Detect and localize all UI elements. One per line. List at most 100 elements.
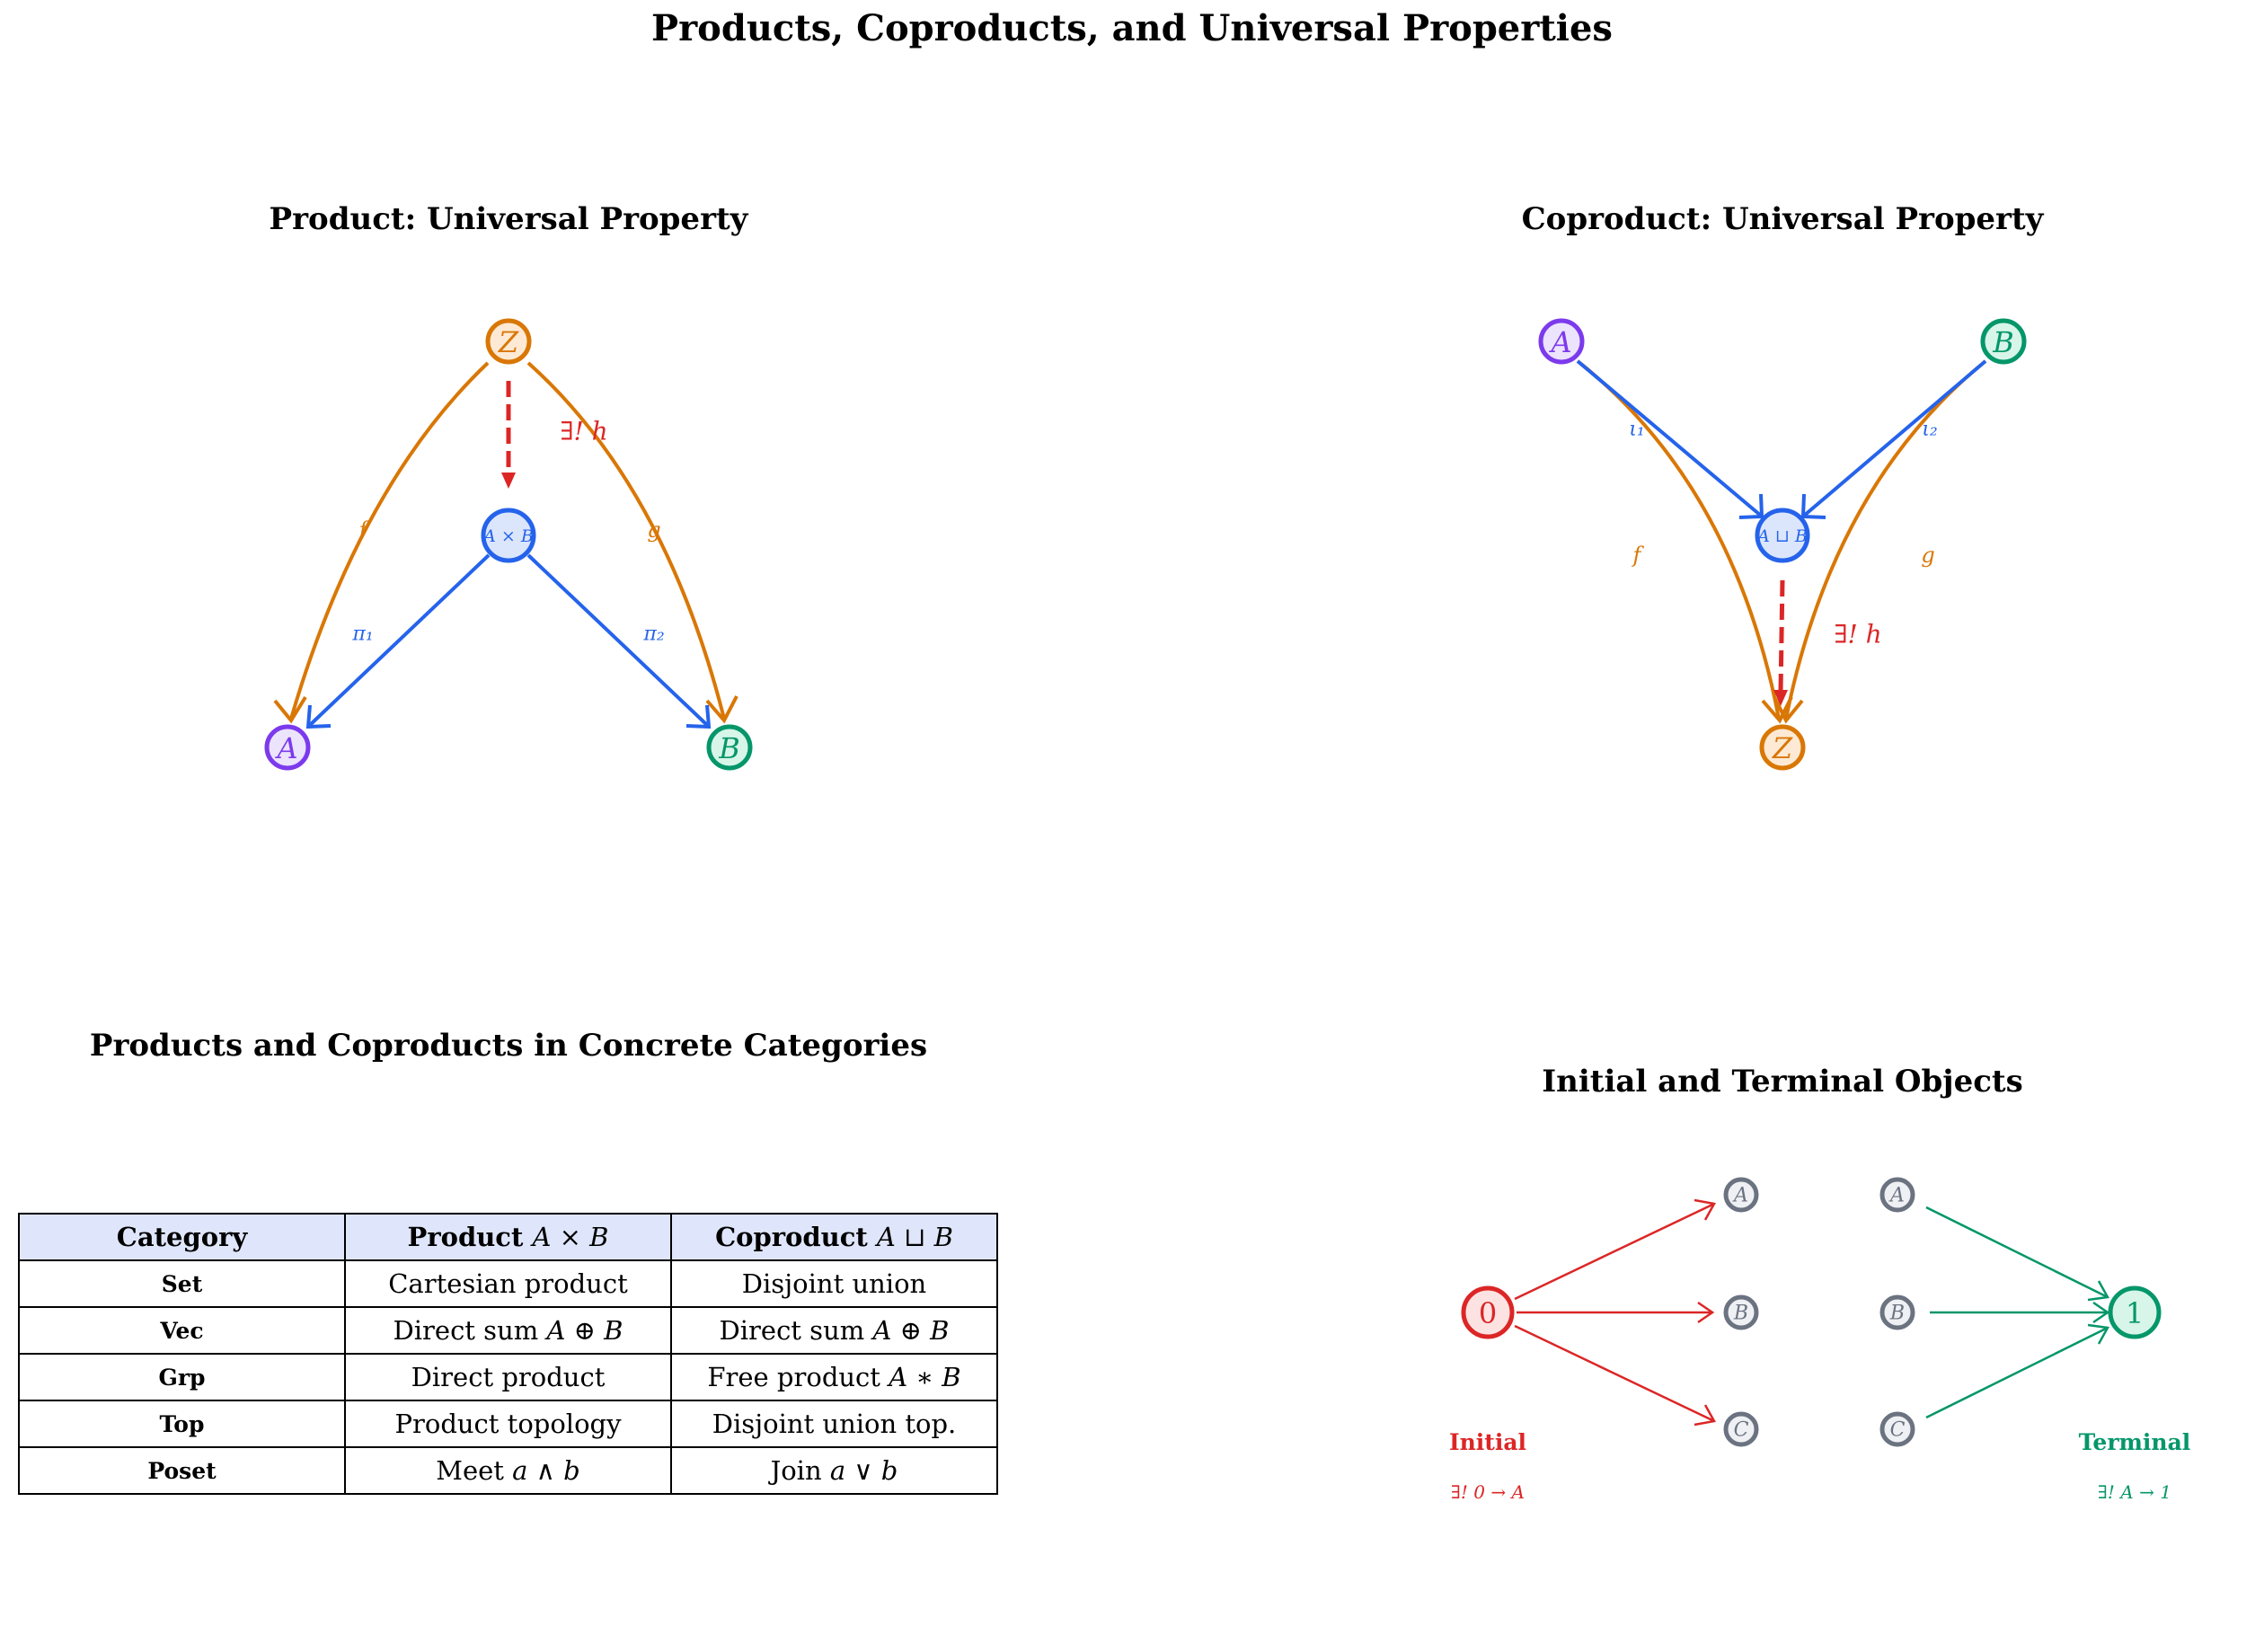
product-label-pi1: π₁ bbox=[351, 623, 373, 646]
terminal-node-label: 1 bbox=[2126, 1296, 2144, 1330]
table-row: Vec Direct sum A ⊕ B Direct sum A ⊕ B bbox=[18, 1306, 998, 1355]
terminal-source-c-label: C bbox=[1890, 1419, 1906, 1442]
product-arrow-pi1 bbox=[307, 553, 491, 728]
cell-product: Direct sum A ⊕ B bbox=[344, 1306, 672, 1355]
initial-node bbox=[1461, 1285, 1515, 1339]
table-row: Set Cartesian product Disjoint union bbox=[18, 1259, 998, 1308]
cell-category: Top bbox=[18, 1400, 346, 1448]
coproduct-arrow-g bbox=[1784, 359, 1987, 720]
cell-product-text: Meet bbox=[436, 1455, 513, 1486]
terminal-source-a bbox=[1879, 1177, 1915, 1213]
cell-product-text: Direct product bbox=[411, 1362, 606, 1392]
terminal-source-c bbox=[1879, 1411, 1915, 1447]
initial-arrowhead-c bbox=[1694, 1404, 1716, 1427]
product-panel: Product: Universal Property Z A × B A B … bbox=[264, 201, 753, 771]
terminal-caption: Terminal bbox=[2079, 1429, 2191, 1455]
header-category-text: Category bbox=[116, 1222, 248, 1252]
cell-product-math: a ∧ b bbox=[512, 1455, 580, 1486]
product-label-pi2: π₂ bbox=[642, 623, 664, 646]
coproduct-panel: Coproduct: Universal Property A B A ⊔ B … bbox=[1522, 201, 2045, 771]
initial-node-label: 0 bbox=[1479, 1296, 1497, 1330]
header-product-math: A × B bbox=[532, 1222, 609, 1252]
terminal-arrow-a-head bbox=[2087, 1280, 2109, 1302]
terminal-arrow-a bbox=[1925, 1206, 2109, 1299]
terminal-arrow-c-head bbox=[2087, 1323, 2109, 1345]
table-row: Top Product topology Disjoint union top. bbox=[18, 1400, 998, 1448]
header-product-text: Product bbox=[407, 1222, 533, 1252]
coproduct-arrow-h bbox=[1778, 579, 1785, 693]
coproduct-node-a bbox=[1538, 318, 1585, 365]
initial-target-a bbox=[1723, 1177, 1759, 1213]
initial-arrow-c bbox=[1514, 1324, 1715, 1423]
cell-product-text: Direct sum bbox=[393, 1315, 547, 1346]
objects-panel: Initial and Terminal Objects 0 1 A bbox=[1449, 1064, 2190, 1503]
coproduct-node-b bbox=[1980, 318, 2027, 365]
initial-target-c bbox=[1723, 1411, 1759, 1447]
coproduct-arrowhead-g bbox=[1773, 696, 1804, 724]
cell-coproduct: Join a ∨ b bbox=[670, 1446, 998, 1495]
cell-product-text: Cartesian product bbox=[388, 1268, 628, 1299]
product-node-b bbox=[706, 724, 753, 771]
coproduct-arrow-iota1 bbox=[1576, 359, 1763, 517]
product-arrow-pi2 bbox=[526, 553, 710, 728]
product-arrowhead-f bbox=[273, 695, 307, 724]
cell-coproduct-text: Disjoint union top. bbox=[712, 1409, 957, 1439]
objects-title: Initial and Terminal Objects bbox=[1542, 1064, 2023, 1100]
product-node-axb bbox=[481, 508, 536, 563]
page-title: Products, Coproducts, and Universal Prop… bbox=[651, 7, 1613, 49]
product-node-b-label: B bbox=[718, 731, 740, 765]
cell-category: Poset bbox=[18, 1446, 346, 1495]
cell-coproduct-text: Free product bbox=[707, 1362, 889, 1392]
initial-arrow-a bbox=[1514, 1202, 1715, 1301]
coproduct-node-a-label: A bbox=[1548, 325, 1571, 359]
terminal-arrow-c bbox=[1925, 1326, 2109, 1419]
coproduct-arrowhead-iota2 bbox=[1800, 493, 1826, 519]
cell-coproduct-text: Direct sum bbox=[719, 1315, 873, 1346]
product-arrowhead-h bbox=[501, 473, 516, 489]
cell-coproduct-math: A ⊕ B bbox=[872, 1315, 950, 1346]
product-arrowhead-pi1 bbox=[305, 704, 332, 729]
initial-target-b-label: B bbox=[1733, 1303, 1748, 1325]
cell-product: Product topology bbox=[344, 1400, 672, 1448]
coproduct-node-aub-label: A ⊔ B bbox=[1755, 526, 1808, 546]
coproduct-title: Coproduct: Universal Property bbox=[1522, 201, 2045, 237]
coproduct-node-b-label: B bbox=[1992, 325, 2014, 359]
product-node-z-label: Z bbox=[498, 325, 519, 359]
product-node-axb-label: A × B bbox=[482, 526, 534, 546]
cell-coproduct-math: a ∨ b bbox=[829, 1455, 898, 1486]
coproduct-label-iota1: ι₁ bbox=[1629, 419, 1644, 441]
initial-target-b bbox=[1723, 1294, 1759, 1330]
coproduct-arrowhead-h bbox=[1773, 690, 1788, 706]
product-arrow-g bbox=[526, 361, 726, 720]
terminal-source-b-label: B bbox=[1889, 1303, 1905, 1325]
product-arrowhead-pi2 bbox=[685, 704, 712, 729]
cell-product: Meet a ∧ b bbox=[344, 1446, 672, 1495]
cell-product-text: Product topology bbox=[394, 1409, 622, 1439]
initial-target-a-label: A bbox=[1732, 1185, 1748, 1207]
product-arrow-f bbox=[289, 361, 490, 720]
cell-category: Vec bbox=[18, 1306, 346, 1355]
terminal-formula: ∃! A → 1 bbox=[2098, 1481, 2171, 1503]
product-label-g: g bbox=[647, 517, 660, 543]
coproduct-node-z bbox=[1759, 724, 1806, 771]
header-category: Category bbox=[18, 1213, 346, 1261]
coproduct-label-g: g bbox=[1921, 543, 1934, 568]
coproduct-label-h: ∃! h bbox=[1834, 620, 1881, 649]
product-title: Product: Universal Property bbox=[270, 201, 749, 237]
table-row: Grp Direct product Free product A ∗ B bbox=[18, 1353, 998, 1401]
header-coproduct-math: A ⊔ B bbox=[876, 1222, 953, 1252]
cell-product: Direct product bbox=[344, 1353, 672, 1401]
header-coproduct-text: Coproduct bbox=[715, 1222, 877, 1252]
cell-category: Set bbox=[18, 1259, 346, 1308]
cell-coproduct: Disjoint union top. bbox=[670, 1400, 998, 1448]
product-node-a-label: A bbox=[274, 731, 297, 765]
terminal-arrow-b-head bbox=[2092, 1301, 2110, 1324]
table-header-row: Category Product A × B Coproduct A ⊔ B bbox=[18, 1213, 998, 1261]
cell-coproduct: Disjoint union bbox=[670, 1259, 998, 1308]
coproduct-arrowhead-iota1 bbox=[1738, 493, 1764, 519]
coproduct-arrow-iota2 bbox=[1802, 359, 1987, 517]
coproduct-node-z-label: Z bbox=[1772, 731, 1793, 765]
initial-target-c-label: C bbox=[1734, 1419, 1749, 1442]
header-product: Product A × B bbox=[344, 1213, 672, 1261]
